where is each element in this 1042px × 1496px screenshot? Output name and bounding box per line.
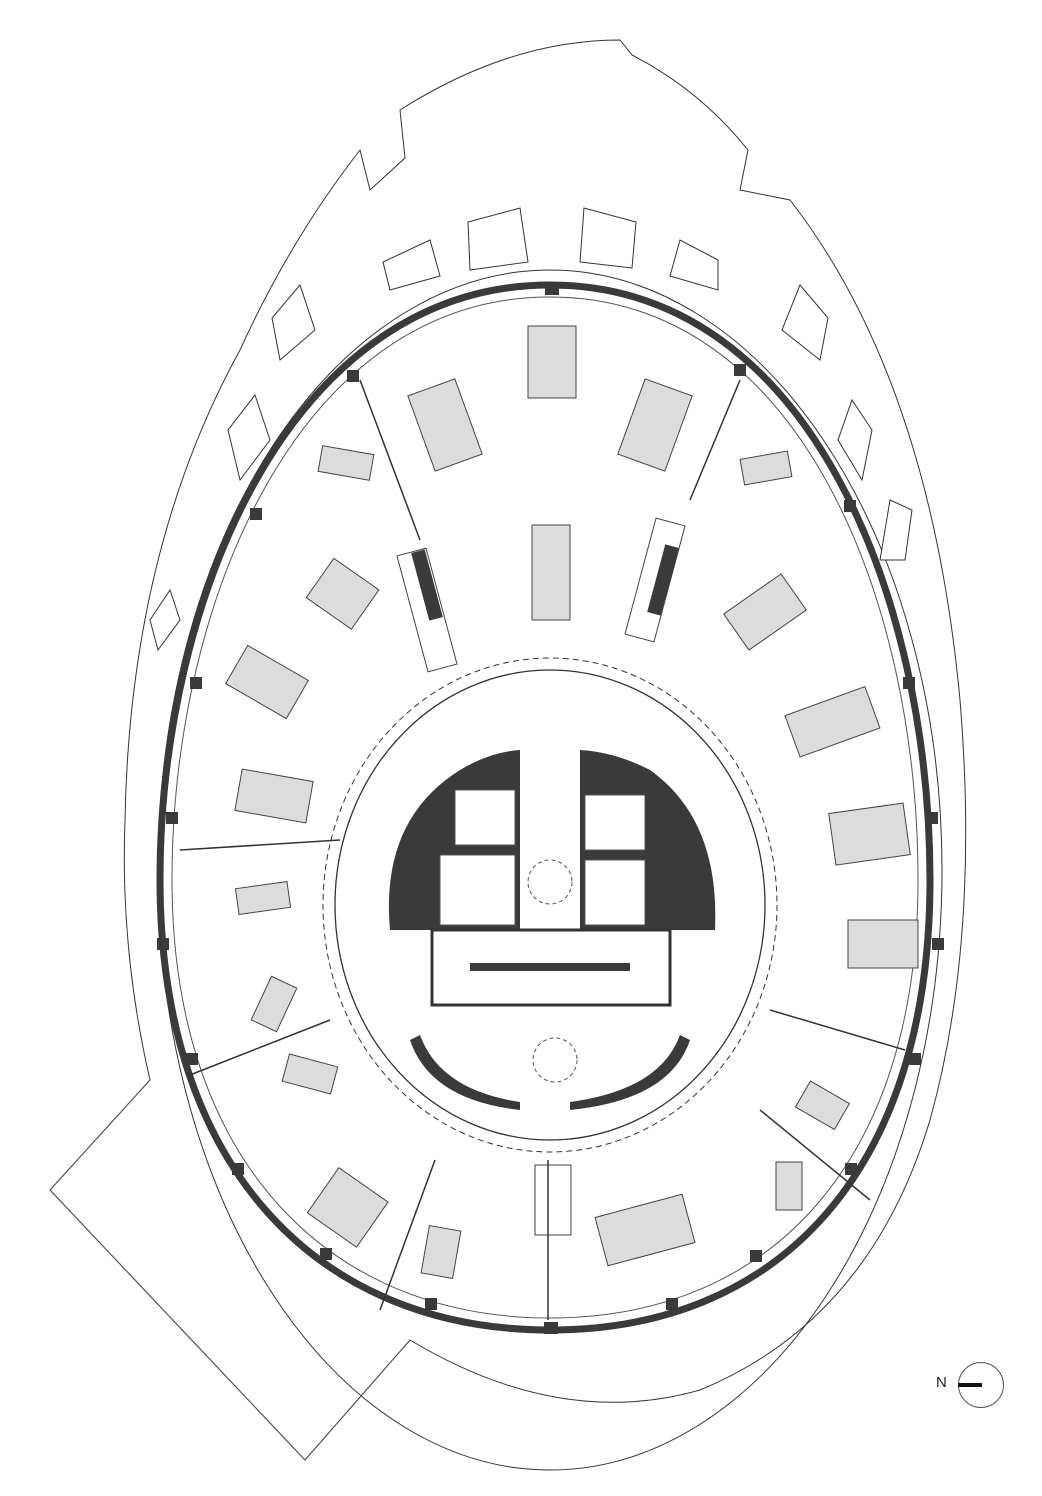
desks bbox=[225, 325, 919, 1279]
north-arrow: N bbox=[936, 1362, 1008, 1412]
north-label: N bbox=[936, 1374, 947, 1391]
storage-units bbox=[396, 517, 686, 1236]
entrance-terrace bbox=[49, 1079, 411, 1461]
meeting-table bbox=[531, 524, 571, 621]
outer-terrace-boundary bbox=[49, 39, 967, 1461]
inner-ring bbox=[334, 669, 766, 1141]
central-core bbox=[388, 750, 716, 1110]
north-arrow-pointer bbox=[958, 1383, 982, 1387]
partitions bbox=[179, 379, 906, 1320]
facade-fins bbox=[149, 207, 913, 652]
facade-columns bbox=[157, 282, 944, 1334]
